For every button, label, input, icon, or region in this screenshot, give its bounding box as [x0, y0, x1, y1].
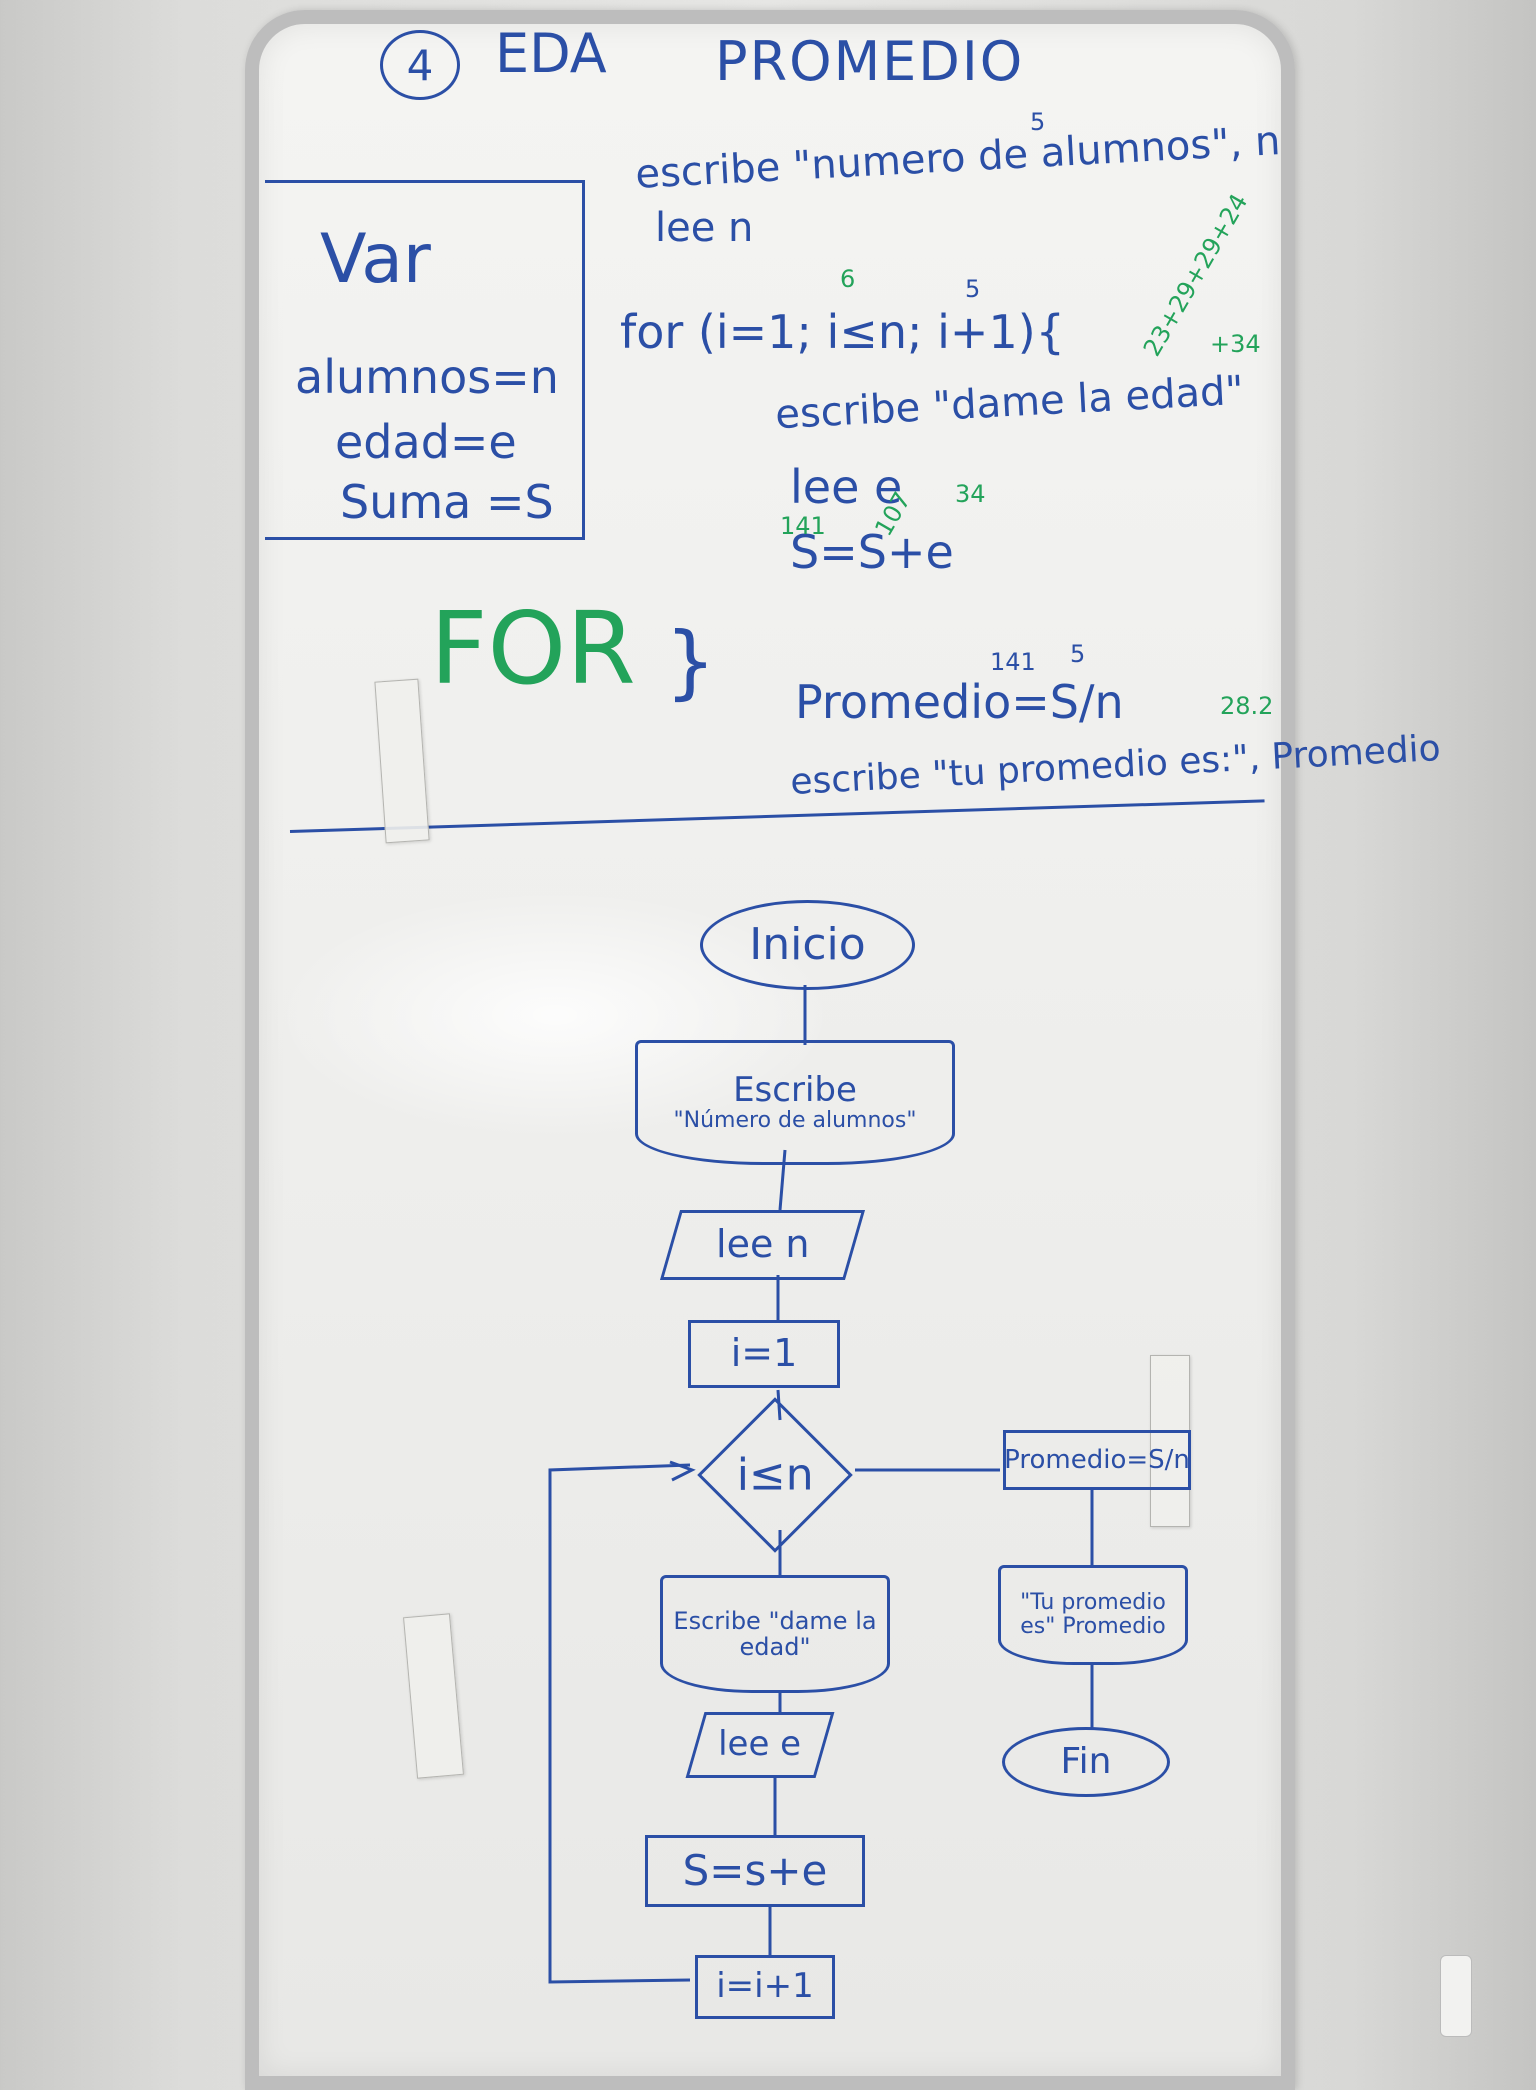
flowchart-end-label: Fin: [1060, 1741, 1112, 1783]
annotation-n-value: 5: [1030, 108, 1046, 136]
annotation-i-value: 6: [840, 265, 856, 293]
flowchart-write-students: Escribe "Número de alumnos": [635, 1040, 955, 1165]
annotation-s-values: 141: [780, 512, 826, 540]
code-line-2: lee n: [655, 205, 754, 251]
flowchart-write-age-label: Escribe "dame la edad": [673, 1606, 877, 1661]
var-line-1: alumnos=n: [295, 350, 559, 404]
code-line-7: Promedio=S/n: [795, 675, 1124, 729]
annotation-average: 28.2: [1220, 692, 1274, 720]
flowchart-start-label: Inicio: [749, 918, 866, 970]
code-line-6: S=S+e: [790, 525, 954, 579]
flowchart-write-age: Escribe "dame la edad": [660, 1575, 890, 1693]
variables-box: [265, 180, 585, 540]
annotation-ages-2: +34: [1210, 330, 1261, 358]
flowchart-read-e: lee e: [685, 1712, 835, 1778]
marker-pen: [1440, 1955, 1472, 2037]
flowchart-init-i-label: i=1: [730, 1331, 798, 1376]
flowchart-average-label: Promedio=S/n: [1004, 1444, 1190, 1475]
close-brace: }: [665, 615, 716, 708]
code-line-3: for (i=1; i≤n; i+1){: [620, 305, 1065, 359]
flowchart-decision-label: i≤n: [736, 1448, 814, 1500]
var-line-2: edad=e: [335, 415, 517, 469]
flowchart-write-title: Escribe: [733, 1069, 857, 1110]
header-number-circle: 4: [380, 30, 460, 100]
flowchart-sum: S=s+e: [645, 1835, 865, 1907]
flowchart-increment-label: i=i+1: [716, 1966, 814, 2007]
var-line-3: Suma =S: [340, 475, 554, 529]
header-title-right: PROMEDIO: [715, 30, 1025, 93]
flowchart-average: Promedio=S/n: [1003, 1430, 1191, 1490]
header-title-left: EDA: [495, 22, 607, 85]
flowchart-start: Inicio: [700, 900, 915, 990]
flowchart-write-result: "Tu promedio es" Promedio: [998, 1565, 1188, 1665]
var-title: Var: [320, 220, 431, 299]
flowchart-read-e-label: lee e: [718, 1724, 802, 1765]
flowchart-sum-label: S=s+e: [682, 1845, 828, 1895]
annotation-s-final: 141: [990, 648, 1036, 676]
annotation-n-final: 5: [1070, 640, 1086, 668]
flowchart-read-n-label: lee n: [715, 1222, 810, 1267]
flowchart-end: Fin: [1002, 1727, 1170, 1797]
annotation-n-value-2: 5: [965, 275, 981, 303]
annotation-e-value: 34: [955, 480, 986, 508]
for-label: FOR: [430, 590, 636, 707]
flowchart-read-n: lee n: [659, 1210, 866, 1280]
header-number: 4: [406, 40, 434, 90]
flowchart-write-result-label: "Tu promedio es" Promedio: [1020, 1589, 1166, 1639]
code-line-5: lee e: [790, 460, 903, 514]
flowchart-init-i: i=1: [688, 1320, 840, 1388]
flowchart-increment: i=i+1: [695, 1955, 835, 2019]
flowchart-write-text: "Número de alumnos": [673, 1108, 917, 1134]
